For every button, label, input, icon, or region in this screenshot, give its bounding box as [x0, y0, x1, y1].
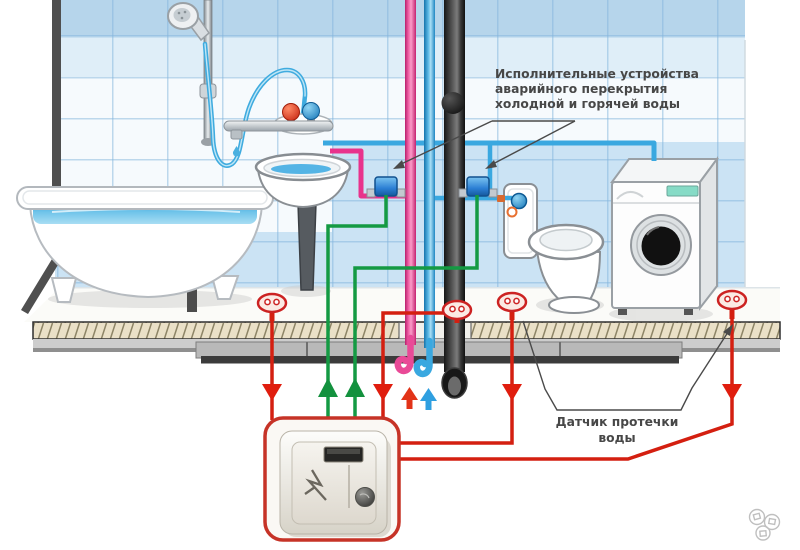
alarm-signal-arrow-1: [262, 384, 282, 401]
shower: [167, 0, 308, 168]
wall-corner-edge: [21, 0, 61, 314]
cistern-inlet-valve: [506, 192, 528, 218]
alarm-wire-toilet-sensor: [400, 308, 514, 445]
alarm-wire-washer-sensor: [400, 306, 734, 461]
control-wires: [318, 195, 479, 420]
annotations: [393, 120, 733, 411]
shutoff-valve-hot: [374, 176, 398, 197]
water-drip: [232, 146, 241, 157]
control-wire-hot-valve: [326, 195, 388, 420]
shutoff-valve-cold: [466, 176, 490, 197]
hot-supply-arrow: [401, 387, 418, 409]
watermark: [748, 508, 781, 541]
sewer-fitting: [441, 92, 465, 114]
cold-knob: [302, 102, 320, 120]
bathtub-drain: [187, 276, 197, 312]
pointer-to-hot-valve: [396, 120, 493, 167]
pointer-to-leak-sensors: [522, 320, 731, 411]
alarm-signal-arrow-2: [373, 384, 393, 401]
cold-supply-arrow: [420, 388, 437, 410]
hot-water-riser: [405, 0, 416, 345]
riser-pipes: [394, 0, 468, 410]
leak-sensor-floor-center: [441, 299, 473, 323]
brass-fitting: [497, 195, 505, 202]
faucet: [223, 102, 334, 157]
alarm-signal-arrow-4: [722, 384, 742, 401]
pointer-to-cold-valve: [488, 120, 576, 167]
toilet: [503, 183, 605, 314]
sink-water: [271, 164, 331, 174]
leak-sensor-bathtub: [256, 292, 288, 321]
hot-knob: [282, 103, 300, 121]
control-unit-button: [355, 487, 375, 507]
sink-pedestal: [297, 202, 317, 291]
leak-sensor-toilet: [496, 291, 528, 320]
washing-machine: [610, 155, 719, 315]
alarm-wires: [262, 306, 742, 461]
sink: [254, 152, 352, 291]
control-unit-marking: [304, 469, 327, 501]
alarm-signal-arrow-3: [502, 384, 522, 401]
cold-water-riser: [424, 0, 435, 348]
leak-sensor-washer: [716, 289, 748, 319]
washer-display: [666, 185, 699, 197]
leak-sensors: [256, 289, 748, 323]
control-signal-arrow-1: [318, 378, 338, 397]
control-wire-cold-valve: [353, 195, 479, 420]
control-signal-arrow-2: [345, 378, 365, 397]
bathtub: [16, 186, 274, 312]
faucet-spout: [230, 129, 243, 140]
control-unit: [263, 416, 401, 542]
faucet-bar: [223, 120, 334, 132]
